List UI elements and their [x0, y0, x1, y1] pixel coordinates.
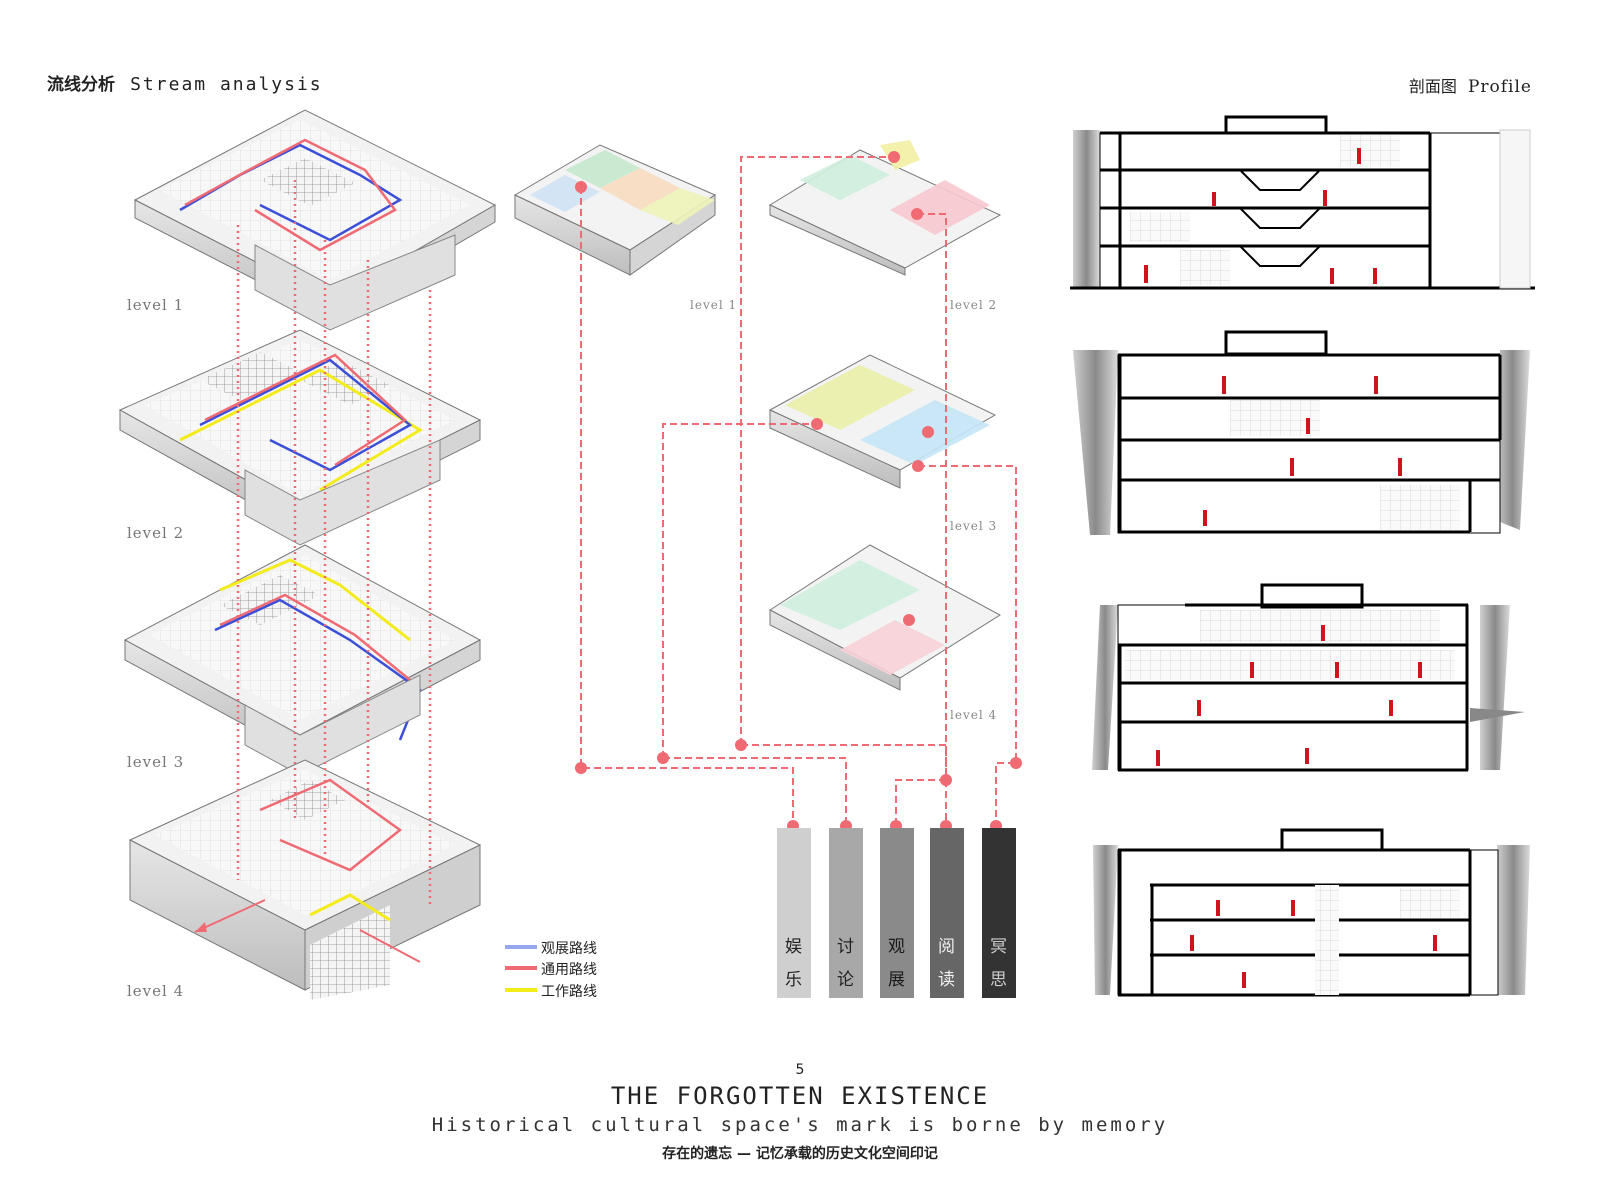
routing-dots: [575, 151, 1022, 832]
function-4-char-1: 阅: [938, 937, 955, 957]
function-2-char-2: 论: [837, 970, 854, 990]
legend-label-exhibition: 观展路线: [541, 941, 597, 957]
function-bar-2: [829, 828, 863, 998]
level-label-3: level 3: [127, 753, 185, 771]
header-right: 剖面图 Profile: [1409, 73, 1532, 97]
plan-level-1: [513, 144, 717, 276]
function-5-char-2: 思: [990, 970, 1007, 990]
function-bar-3: [880, 828, 914, 998]
plan-label-3: level 3: [950, 519, 998, 533]
legend-label-work: 工作路线: [541, 984, 597, 1000]
function-routing-lines: [580, 156, 1017, 826]
function-4-char-2: 读: [938, 970, 955, 990]
footer-subtitle: Historical cultural space's mark is born…: [431, 1114, 1169, 1136]
function-1-char-1: 娱: [785, 937, 802, 957]
legend-swatches: [505, 945, 537, 992]
function-bar-1: [777, 828, 811, 998]
plan-label-1: level 1: [690, 298, 738, 312]
function-3-char-1: 观: [888, 937, 905, 957]
axon-floor-level-2: [118, 329, 482, 546]
section-profile-1: [1070, 115, 1535, 290]
header-right-cn: 剖面图: [1408, 77, 1457, 96]
level-label-2: level 2: [127, 524, 185, 542]
plan-level-3: [768, 354, 997, 489]
function-bar-5: [982, 828, 1016, 998]
plan-level-2: [768, 140, 1002, 276]
plan-level-4: [769, 544, 1001, 691]
axon-floor-level-4: [128, 759, 482, 1000]
header-left-cn: 流线分析: [47, 75, 115, 95]
function-bar-4: [930, 828, 964, 998]
function-1-char-2: 乐: [785, 970, 802, 990]
header-left: 流线分析 Stream analysis: [47, 70, 323, 95]
level-label-4: level 4: [127, 982, 185, 1000]
function-bars: [777, 828, 1016, 998]
function-2-char-1: 讨: [837, 937, 854, 957]
plan-label-2: level 2: [950, 298, 998, 312]
function-5-char-1: 冥: [990, 937, 1007, 957]
section-profile-4: [1093, 828, 1530, 997]
legend-label-general: 通用路线: [541, 962, 597, 978]
section-profile-3: [1092, 583, 1525, 772]
axon-floor-level-3: [123, 544, 482, 776]
section-profile-2: [1073, 330, 1530, 535]
function-3-char-2: 展: [888, 970, 905, 990]
axon-floor-level-1: [133, 109, 497, 331]
footer-title: THE FORGOTTEN EXISTENCE: [610, 1082, 990, 1110]
vertical-circulation-lines: [236, 180, 432, 905]
footer-caption-cn: 存在的遗忘 — 记忆承载的历史文化空间印记: [662, 1146, 938, 1162]
plan-label-4: level 4: [950, 708, 998, 722]
header-left-en: Stream analysis: [130, 74, 323, 95]
level-label-1: level 1: [127, 296, 185, 314]
page-number: 5: [795, 1062, 805, 1078]
header-right-en: Profile: [1467, 77, 1532, 97]
